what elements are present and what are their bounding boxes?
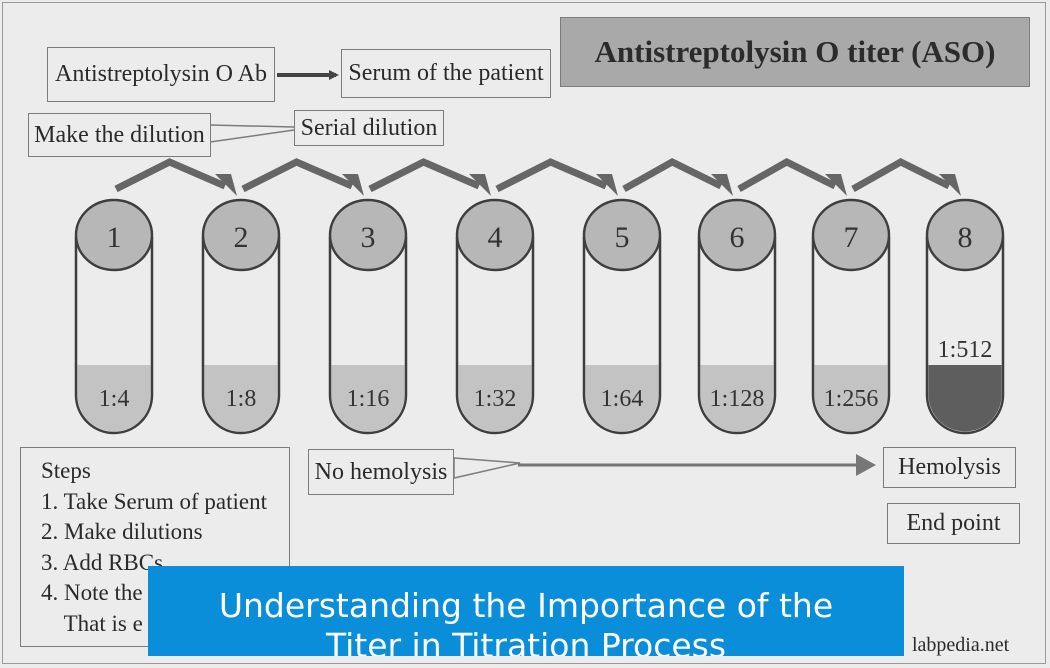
tube-cap [201,198,281,272]
source-credit: labpedia.net [912,634,1010,656]
test-tube: 4 1:32 [455,198,535,435]
hemolysis-arrow-head [856,454,876,476]
caption-banner: Understanding the Importance of the Tite… [148,566,904,656]
test-tube: 6 1:128 [697,198,777,435]
banner-line-1: Understanding the Importance of the [218,586,834,625]
transfer-arrow [622,158,733,196]
tube-number-label: 8 [958,221,973,254]
tube-number-label: 4 [488,221,503,254]
tube-liquid [204,365,278,432]
tube-cap [74,198,154,272]
callout-connector [209,129,295,143]
tube-number-label: 6 [730,221,745,254]
antibody-box: Antistreptolysin O Ab [47,47,275,102]
tube-number-label: 5 [615,221,630,254]
tube-number-label: 3 [361,221,376,254]
tube-liquid [700,365,774,432]
make-dilution-box: Make the dilution [28,113,211,157]
banner-line-2: Titer in Titration Process [325,626,727,656]
test-tube: 8 1:512 [925,198,1005,435]
steps-heading: Steps [41,458,91,483]
tube-liquid [585,365,659,432]
tube-liquid [458,365,532,432]
tube-rack: 1 1:4 2 1:8 3 1:16 4 1:32 5 1:64 6 1:128 7 1:256 8 1:51… [74,198,1005,435]
tube-cap [697,198,777,272]
tube-number-label: 2 [234,221,249,254]
step-item: 2. Make dilutions [41,519,203,544]
step-item: That is e [41,610,143,636]
diagram-title: Antistreptolysin O titer (ASO) [560,17,1030,87]
test-tube: 3 1:16 [328,198,408,435]
tube-cap [455,198,535,272]
tube-dilution-label: 1:256 [824,386,879,412]
step-item: 4. Note the [41,580,143,605]
test-tube: 7 1:256 [811,198,891,435]
tube-liquid [814,365,888,432]
tube-dilution-label: 1:512 [938,337,993,363]
transfer-arrow [241,158,364,196]
no-hemolysis-box: No hemolysis [308,449,454,495]
test-tube: 1 1:4 [74,198,154,435]
transfer-arrow [851,158,961,196]
tube-liquid [331,365,405,432]
tube-dilution-label: 1:4 [99,386,130,412]
end-point-box: End point [887,503,1020,544]
tube-number-label: 7 [844,221,859,254]
tube-number-label: 1 [107,221,122,254]
tube-liquid [77,365,151,432]
transfer-arrows [114,158,961,196]
tube-cap [925,198,1005,272]
hemolysis-box: Hemolysis [883,447,1016,488]
transfer-arrow [737,158,847,196]
transfer-arrow [368,158,491,196]
hemolysed-liquid [928,365,1002,432]
transfer-arrow [114,158,237,196]
tube-cap [328,198,408,272]
steps-box: Steps 1. Take Serum of patient 2. Make d… [20,447,290,647]
callout-connector [209,124,295,128]
tube-dilution-label: 1:64 [601,386,644,412]
serum-box: Serum of the patient [341,49,551,98]
tube-dilution-label: 1:8 [226,386,257,412]
step-item: 1. Take Serum of patient [41,488,267,514]
tube-cap [582,198,662,272]
step-item: 3. Add RBCs [41,549,164,575]
transfer-arrow [495,158,618,196]
tube-dilution-label: 1:32 [474,386,517,412]
no-hemolysis-callout-pointer [453,457,521,479]
serial-dilution-box: Serial dilution [294,110,444,146]
tube-cap [811,198,891,272]
tube-dilution-label: 1:16 [347,386,390,412]
test-tube: 2 1:8 [201,198,281,435]
tube-dilution-label: 1:128 [710,386,765,412]
test-tube: 5 1:64 [582,198,662,435]
